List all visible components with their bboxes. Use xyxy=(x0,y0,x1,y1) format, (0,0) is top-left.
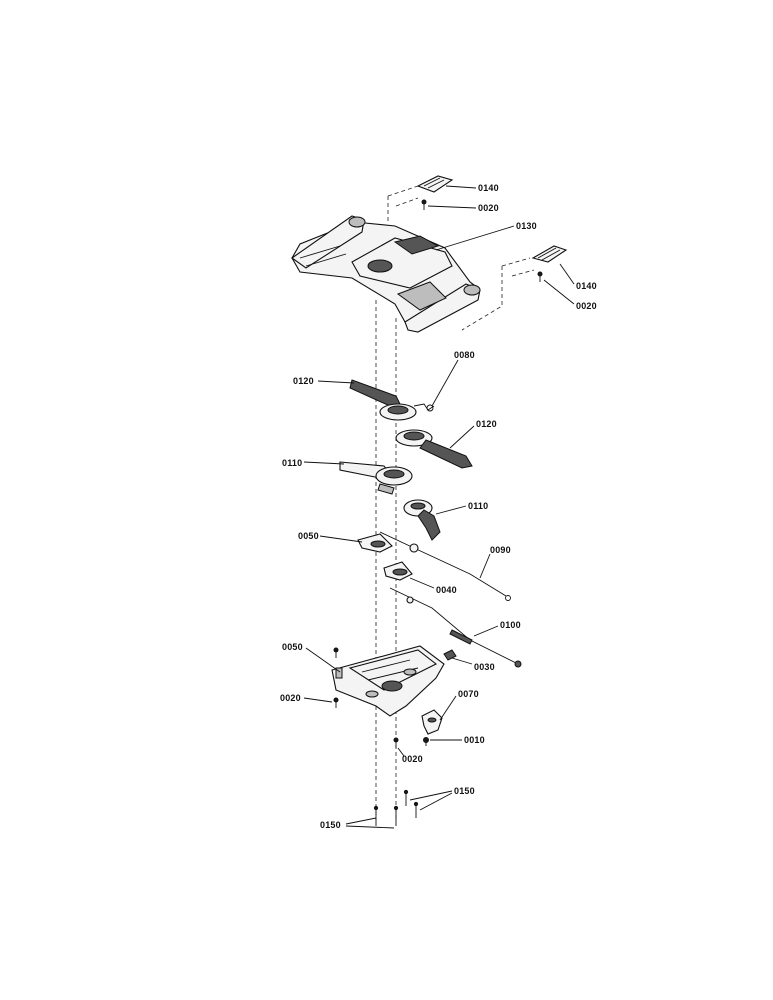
clip-0030 xyxy=(443,649,457,661)
callout-0070: 0070 xyxy=(458,689,479,699)
screw-0010 xyxy=(423,737,429,746)
pins-0150 xyxy=(373,789,419,826)
console-handle-assembly xyxy=(291,215,481,333)
lever-lower-right xyxy=(403,499,441,541)
cable-0090 xyxy=(379,531,511,601)
screw-top xyxy=(421,199,427,210)
callout-0020-top: 0020 xyxy=(478,203,499,213)
callout-0150-left: 0150 xyxy=(320,820,341,830)
spring-0080 xyxy=(413,403,435,412)
lever-upper-right xyxy=(395,429,473,469)
callout-0110-left: 0110 xyxy=(282,458,302,468)
callout-0150-right: 0150 xyxy=(454,786,475,796)
callout-0020-left: 0020 xyxy=(280,693,301,703)
screw-right xyxy=(537,271,543,282)
pad-top xyxy=(387,175,454,224)
callout-0140-right: 0140 xyxy=(576,281,597,291)
cable-0100 xyxy=(389,587,522,668)
callout-0010: 0010 xyxy=(464,735,485,745)
callout-0020-right: 0020 xyxy=(576,301,597,311)
callout-0030: 0030 xyxy=(474,662,495,672)
callout-0050-lower: 0050 xyxy=(282,642,303,652)
screw-base-top xyxy=(333,647,339,658)
leader-lines xyxy=(303,185,575,829)
callout-0040: 0040 xyxy=(436,585,457,595)
lever-lower-left xyxy=(339,461,413,495)
pad-right xyxy=(461,245,568,331)
base-plate xyxy=(331,645,445,717)
callout-0120-right: 0120 xyxy=(476,419,497,429)
screw-base-left xyxy=(333,697,339,708)
lever-upper-left xyxy=(349,379,417,421)
cam-upper xyxy=(357,533,393,553)
callout-0090: 0090 xyxy=(490,545,511,555)
screw-base-bottom xyxy=(393,737,399,748)
bracket-0070 xyxy=(421,709,443,735)
callout-0050-upper: 0050 xyxy=(298,531,319,541)
callout-0120-left: 0120 xyxy=(293,376,314,386)
callout-0080: 0080 xyxy=(454,350,475,360)
callout-0020-bottom: 0020 xyxy=(402,754,423,764)
callout-0140-top: 0140 xyxy=(478,183,499,193)
callout-0100: 0100 xyxy=(500,620,521,630)
cam-lower xyxy=(383,561,413,581)
callout-0110-right: 0110 xyxy=(468,501,488,511)
callout-0130: 0130 xyxy=(516,221,537,231)
